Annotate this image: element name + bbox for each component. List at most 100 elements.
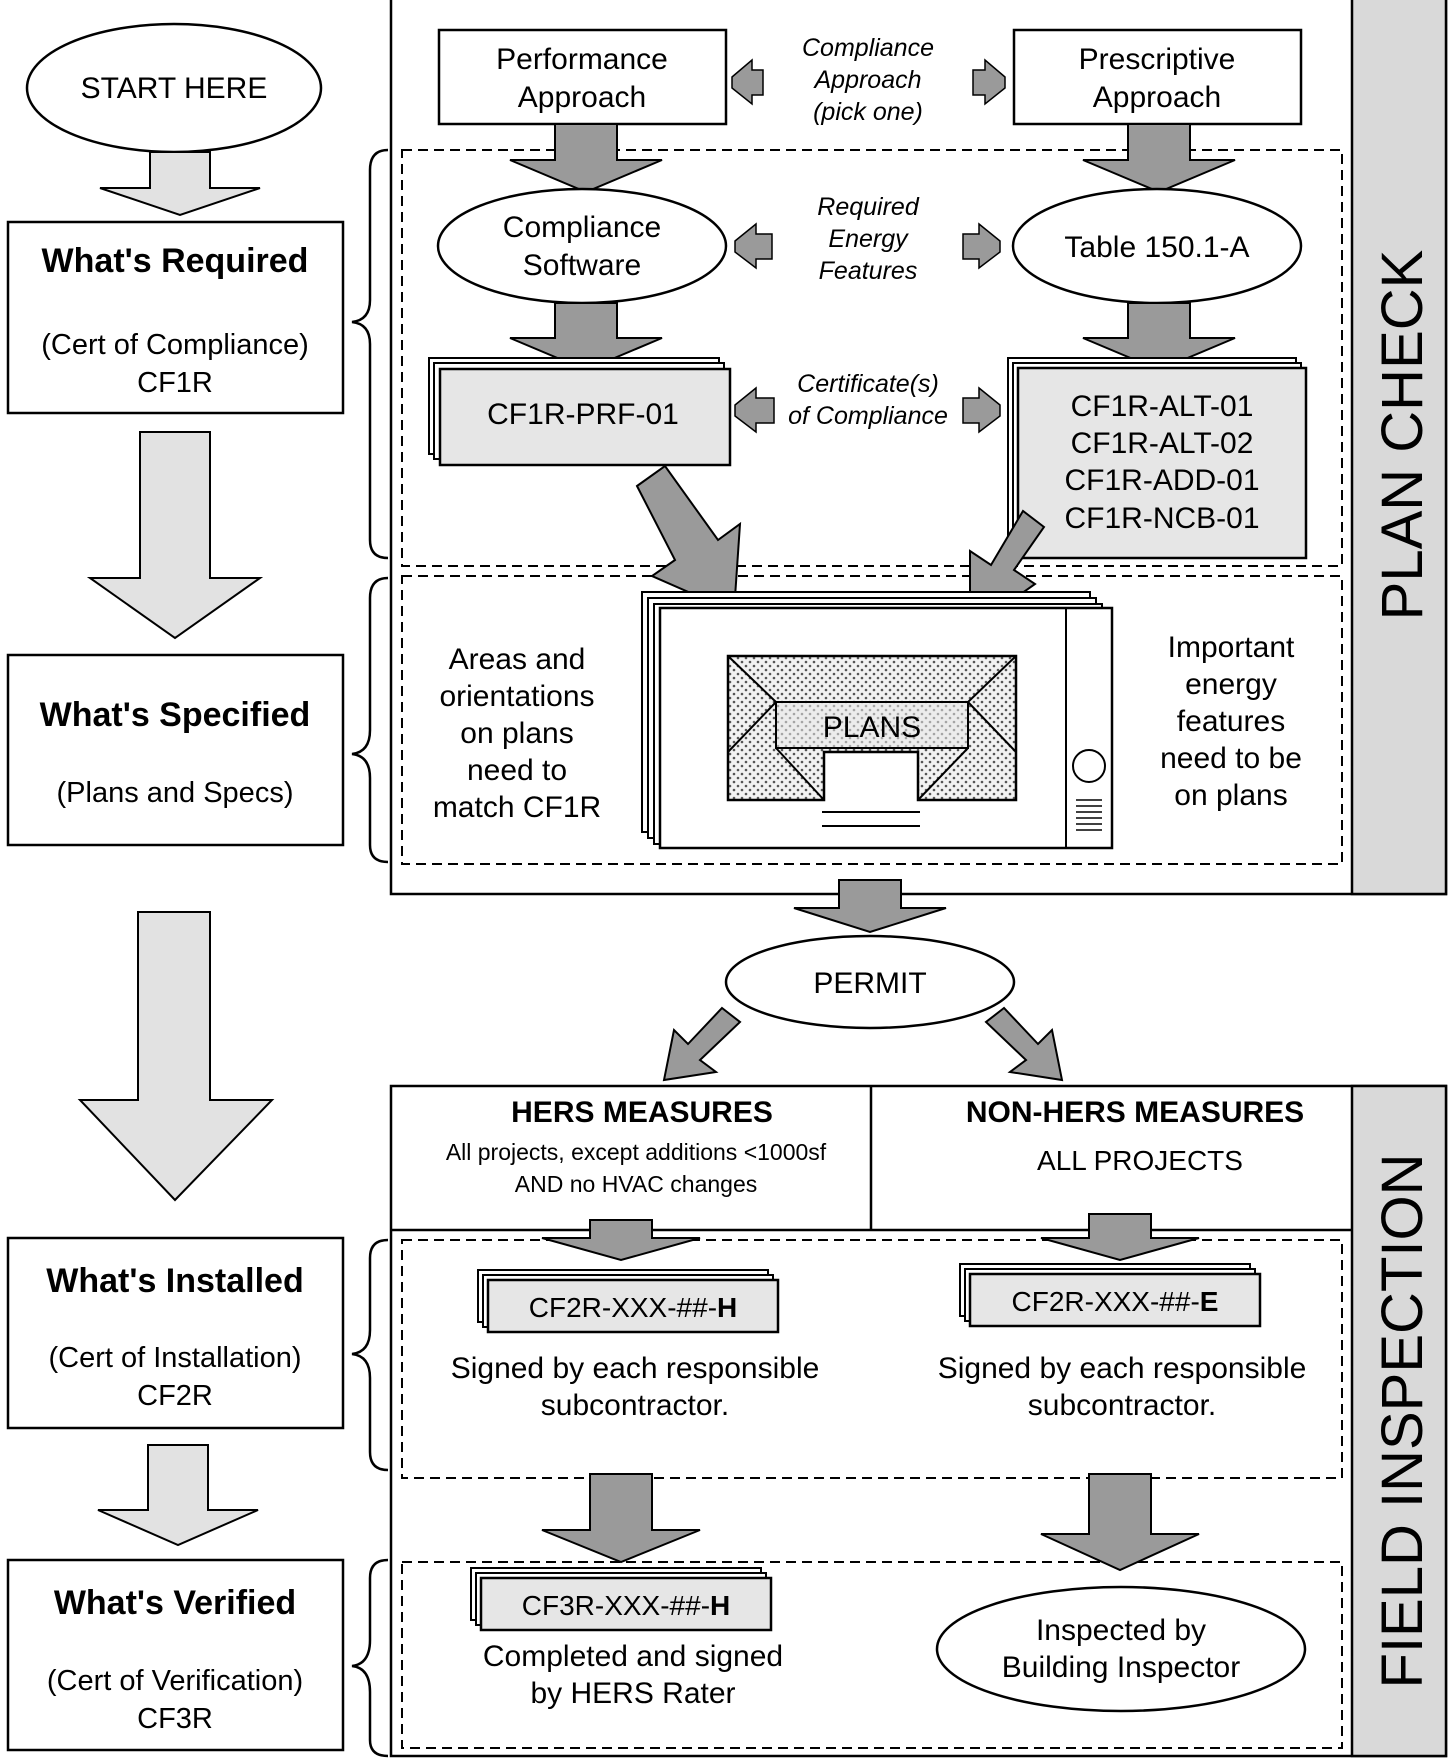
required-features-line1: Required	[817, 193, 920, 221]
cf2r-e-suffix: E	[1200, 1286, 1219, 1317]
cf1r-form-4: CF1R-NCB-01	[1064, 502, 1259, 535]
cf1r-forms-box	[1016, 366, 1308, 560]
diagonal-arrow-hers	[662, 1006, 742, 1082]
prf-label: CF1R-PRF-01	[487, 398, 679, 431]
cf2r-e-box	[968, 1272, 1262, 1328]
installed-sub2: CF2R	[137, 1380, 213, 1412]
permit-ellipse	[724, 934, 1016, 1030]
cf1r-form-2: CF1R-ALT-02	[1071, 427, 1254, 460]
installed-dashed-region	[401, 1239, 1343, 1479]
field-inspection-band	[1350, 1084, 1448, 1758]
field-inspection-section: FIELD INSPECTION HERS MEASURES All proje…	[389, 1084, 1448, 1758]
right-arrow-features	[962, 222, 1001, 270]
plan-check-band	[1350, 0, 1448, 896]
prescriptive-line2: Approach	[1093, 81, 1221, 114]
inspector-line2: Building Inspector	[1002, 1651, 1240, 1684]
nonhers-title: NON-HERS MEASURES	[966, 1096, 1304, 1129]
specified-title: What's Specified	[40, 696, 311, 734]
nonhers-line1: ALL PROJECTS	[1037, 1145, 1243, 1176]
down-arrow-hers-cf2r	[541, 1219, 701, 1262]
performance-line2: Approach	[518, 81, 646, 114]
plan-check-section: PLAN CHECK Performance Approach Prescrip…	[389, 0, 1448, 896]
cf2r-h-box	[486, 1278, 780, 1334]
required-title: What's Required	[42, 242, 309, 280]
important-note-2: energy	[1185, 668, 1277, 701]
required-box	[6, 220, 345, 415]
cf1r-form-3: CF1R-ADD-01	[1064, 464, 1259, 497]
permit-section: PERMIT	[662, 879, 1064, 1082]
down-arrow-table	[1082, 302, 1236, 372]
right-arrow-approach	[972, 58, 1006, 106]
prescriptive-approach-box	[1012, 28, 1303, 126]
required-dashed-region	[401, 149, 1343, 567]
cf3r-h-stack	[470, 1567, 773, 1632]
down-arrow-prescriptive	[1082, 123, 1236, 194]
cf2r-h-stack	[477, 1269, 780, 1334]
right-arrow-certificates	[962, 386, 1001, 434]
specified-box	[6, 653, 345, 847]
compliance-approach-line2: Approach	[812, 66, 921, 94]
compliance-approach-line3: (pick one)	[813, 98, 923, 126]
cf3r-h-box	[479, 1576, 773, 1632]
down-arrow-permit	[793, 879, 947, 934]
important-note-5: on plans	[1174, 779, 1287, 812]
cf3r-h-suffix: H	[710, 1590, 730, 1621]
required-features-line3: Features	[819, 257, 918, 285]
compliance-approach-line1: Compliance	[802, 34, 934, 62]
down-arrow-hers-cf3r	[541, 1473, 701, 1564]
certificates-line1: Certificate(s)	[797, 370, 939, 398]
hers-title: HERS MEASURES	[511, 1096, 773, 1129]
inspector-ellipse	[935, 1585, 1307, 1713]
brace-verified	[351, 1558, 389, 1758]
brace-specified	[351, 576, 389, 864]
left-arrow-certificates	[734, 386, 775, 434]
brace-installed	[351, 1238, 389, 1472]
software-line1: Compliance	[503, 211, 661, 244]
performance-line1: Performance	[496, 43, 668, 76]
start-label: START HERE	[81, 72, 268, 105]
prf-stack	[428, 357, 732, 467]
left-column: START HERE What's Required (Cert of Comp…	[6, 22, 345, 1752]
cf2r-e-prefix: CF2R-XXX-##-	[1012, 1286, 1200, 1317]
required-sub1: (Cert of Compliance)	[41, 329, 309, 361]
installed-sub1: (Cert of Installation)	[48, 1342, 301, 1374]
signed-hers-line1: Signed by each responsible	[451, 1352, 820, 1385]
rater-line2: by HERS Rater	[530, 1677, 735, 1710]
permit-label: PERMIT	[813, 967, 926, 1000]
field-inspection-label: FIELD INSPECTION	[1370, 1154, 1435, 1689]
areas-note-5: match CF1R	[433, 791, 601, 824]
cf2r-h-prefix: CF2R-XXX-##-	[529, 1292, 717, 1323]
brace-required	[351, 148, 389, 560]
down-arrow-start	[99, 151, 261, 217]
diagonal-arrow-nonhers	[984, 1006, 1064, 1082]
hers-line2: AND no HVAC changes	[515, 1171, 757, 1197]
verified-sub1: (Cert of Verification)	[47, 1665, 303, 1697]
roof-hips	[727, 655, 1017, 801]
signed-nonhers-line1: Signed by each responsible	[938, 1352, 1307, 1385]
signed-nonhers-line2: subcontractor.	[1028, 1389, 1216, 1422]
important-note-4: need to be	[1160, 742, 1302, 775]
plans-sheets	[641, 591, 1114, 850]
roof-inner	[775, 701, 969, 749]
verified-sub2: CF3R	[137, 1703, 213, 1735]
plans-title-lines	[1076, 799, 1102, 831]
prescriptive-line1: Prescriptive	[1079, 43, 1236, 76]
braces	[351, 148, 389, 1758]
required-features-line2: Energy	[828, 225, 909, 253]
down-arrow-nonhers-inspector	[1040, 1473, 1200, 1572]
signed-hers-line2: subcontractor.	[541, 1389, 729, 1422]
certificates-line2: of Compliance	[788, 402, 948, 430]
verified-title: What's Verified	[54, 1584, 296, 1622]
left-arrow-features	[734, 222, 773, 270]
prf-box	[438, 367, 732, 467]
down-arrow-specified	[77, 911, 275, 1202]
areas-note-2: orientations	[439, 680, 594, 713]
installed-title: What's Installed	[46, 1262, 303, 1300]
required-sub2: CF1R	[137, 367, 213, 399]
cf1r-form-1: CF1R-ALT-01	[1071, 390, 1254, 423]
cf3r-h-label: CF3R-XXX-##-H	[522, 1590, 731, 1621]
cf3r-h-prefix: CF3R-XXX-##-	[522, 1590, 710, 1621]
areas-note-1: Areas and	[449, 643, 586, 676]
down-arrow-software	[509, 302, 663, 372]
rater-line1: Completed and signed	[483, 1640, 783, 1673]
